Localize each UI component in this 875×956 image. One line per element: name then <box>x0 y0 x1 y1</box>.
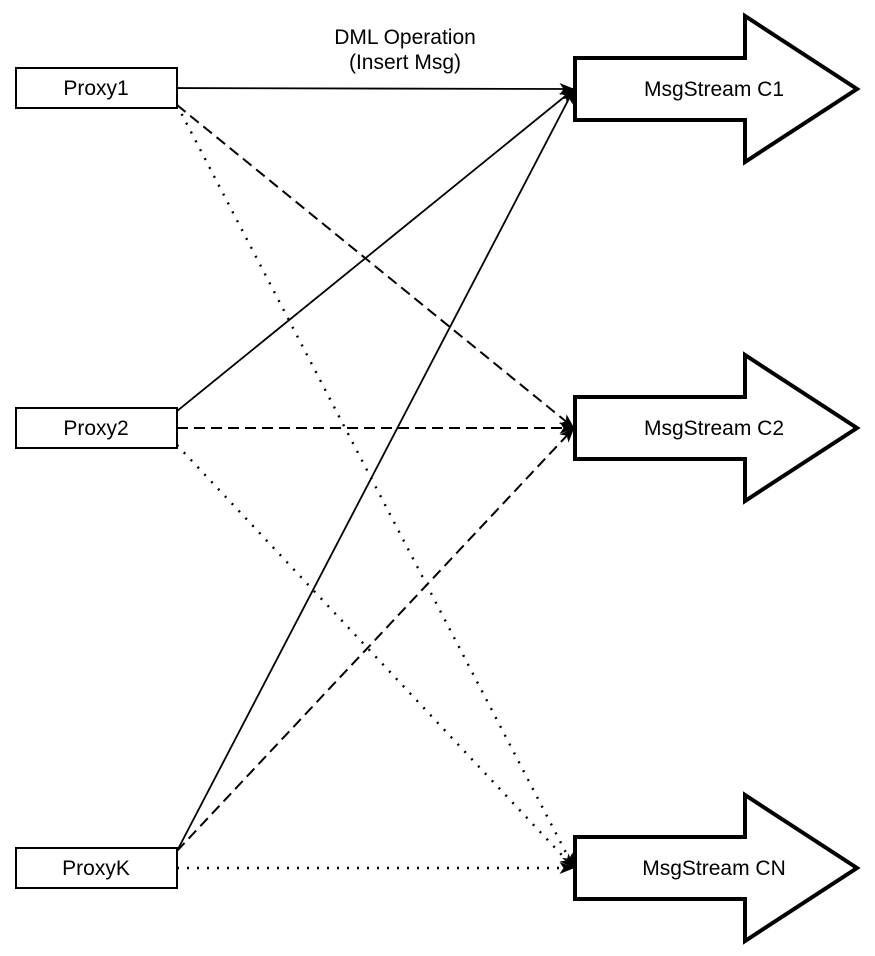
c1-block-arrow-shape <box>573 12 861 166</box>
stream-node-cn: MsgStream CN <box>573 791 861 945</box>
edge-proxy2-c1 <box>176 88 575 412</box>
stream-node-c1: MsgStream C1 <box>573 12 861 166</box>
stream-node-c2: MsgStream C2 <box>573 351 861 505</box>
c1-label: MsgStream C1 <box>644 78 784 101</box>
edge-proxy2-cn <box>176 444 575 869</box>
annotation-line2: (Insert Msg) <box>349 51 461 74</box>
proxy-node-proxyk: ProxyK <box>15 847 178 889</box>
c2-label: MsgStream C2 <box>644 417 784 440</box>
proxyk-label: ProxyK <box>62 857 130 880</box>
proxy-node-proxy2: Proxy2 <box>15 407 178 449</box>
edge-proxy1-c1 <box>176 82 575 95</box>
edge-proxy1-c2 <box>176 104 575 429</box>
proxy1-box <box>15 67 178 109</box>
edge-proxyk-c2 <box>176 427 575 852</box>
edge-proxy1-cn <box>175 104 576 869</box>
proxy-node-proxy1: Proxy1 <box>15 67 178 109</box>
proxy1-label: Proxy1 <box>63 77 128 100</box>
annotation-line1: DML Operation <box>334 26 476 49</box>
proxyk-box <box>15 847 178 889</box>
cn-label: MsgStream CN <box>642 857 786 880</box>
cn-block-arrow-shape <box>573 791 861 945</box>
edge-lines <box>175 82 576 874</box>
proxy2-box <box>15 407 178 449</box>
proxy2-label: Proxy2 <box>63 417 128 440</box>
edge-annotation: DML Operation (Insert Msg) <box>334 26 476 74</box>
edge-proxyk-c1 <box>176 88 575 852</box>
c2-block-arrow-shape <box>573 351 861 505</box>
